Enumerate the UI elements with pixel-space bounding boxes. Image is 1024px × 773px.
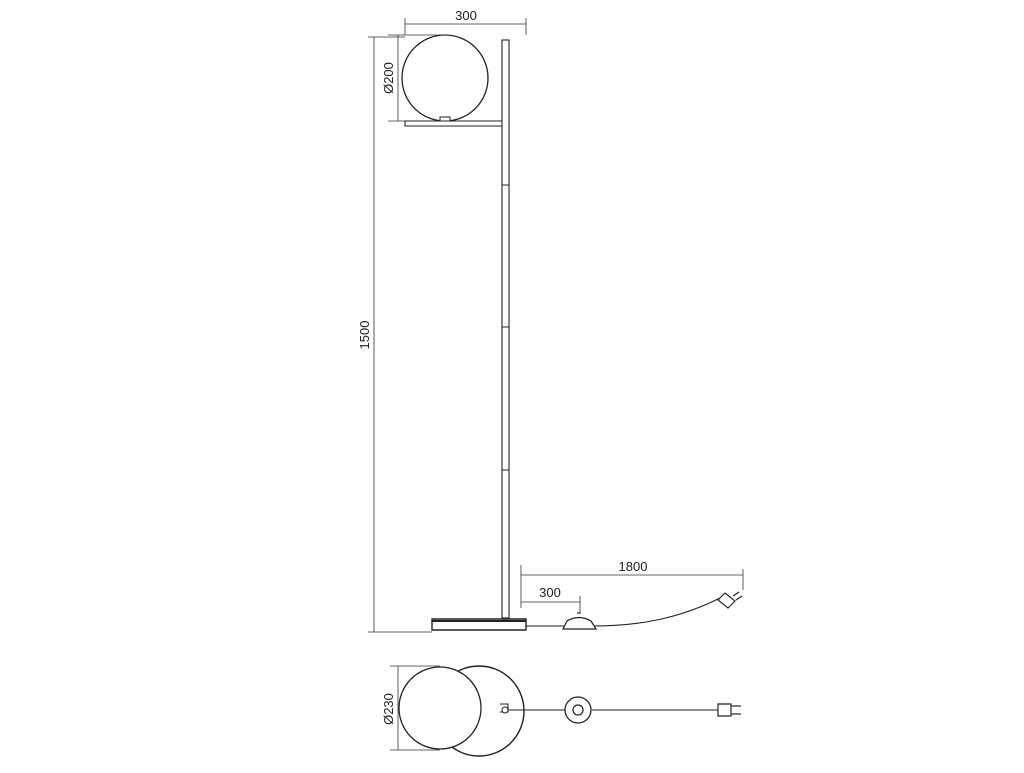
lamp-stand — [501, 39, 510, 619]
dimension-lines-side — [368, 18, 744, 633]
label-total-height: 1500 — [357, 321, 372, 350]
top-view — [398, 665, 741, 757]
label-cable-length: 1800 — [619, 559, 648, 574]
foot-switch-button — [572, 704, 584, 716]
foot-switch-side — [562, 616, 598, 630]
label-switch-distance: 300 — [539, 585, 561, 600]
power-plug-side — [717, 592, 736, 609]
dimension-lines-top — [390, 665, 440, 751]
power-cable-side — [526, 597, 721, 627]
plug-pin-b — [735, 595, 743, 601]
globe-side — [401, 34, 489, 122]
label-arm-width: 300 — [455, 8, 477, 23]
label-base-diameter: Ø230 — [381, 693, 396, 725]
power-plug-top — [717, 703, 732, 717]
side-view — [401, 34, 743, 631]
globe-top — [398, 666, 482, 750]
label-globe-diameter: Ø200 — [381, 62, 396, 94]
stand-top-cap — [501, 706, 509, 714]
plug-pin-a — [732, 591, 740, 597]
lamp-arm — [404, 120, 510, 127]
